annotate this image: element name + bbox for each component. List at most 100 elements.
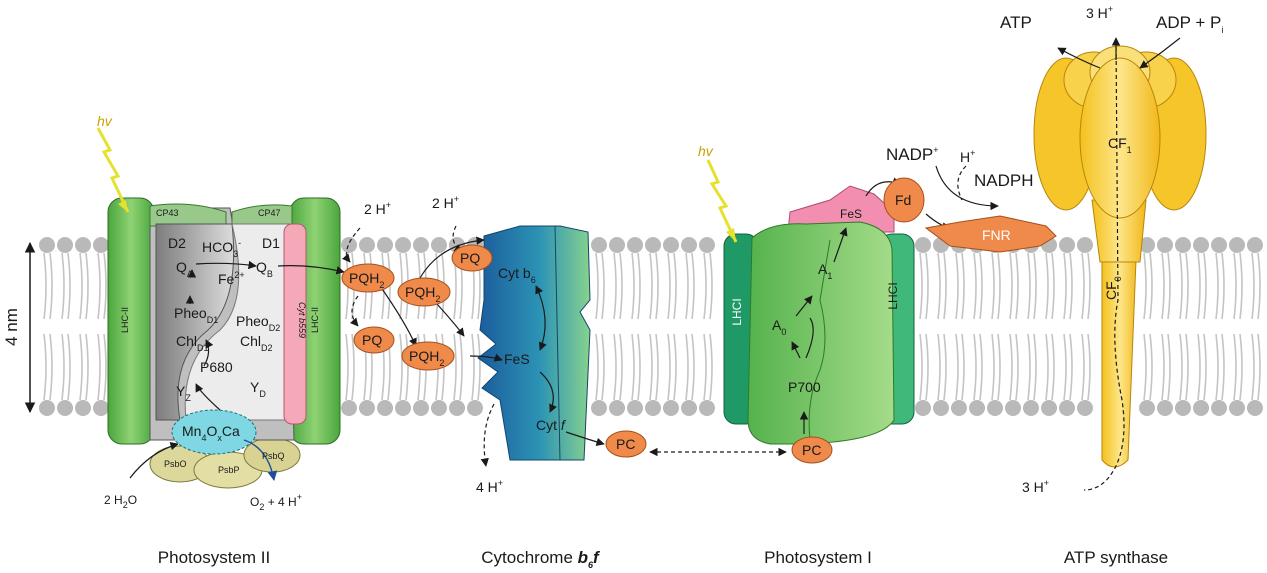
lipid-head	[467, 400, 483, 416]
pheo-d2-label: Pheo	[236, 313, 269, 329]
lipid-tail	[1045, 333, 1049, 401]
lipid-tail	[619, 252, 623, 320]
cf1-label: CF	[1108, 135, 1127, 151]
cf0-label: CF	[1103, 281, 1119, 300]
lipid-head	[413, 237, 429, 253]
cytb6-label: Cyt b	[498, 265, 531, 281]
lhcii-left	[107, 197, 155, 445]
lipid-head	[951, 400, 967, 416]
svg-text:YD: YD	[250, 379, 266, 399]
lipid-tail	[1239, 252, 1243, 320]
o2-label: O	[250, 495, 259, 509]
lipid-tail	[97, 252, 101, 320]
pqh2-carrier	[341, 263, 395, 293]
pqh2-carrier	[401, 341, 455, 371]
lipid-tail	[637, 333, 641, 401]
lipid-tail	[43, 252, 47, 320]
psbq-label: PsbQ	[262, 451, 285, 461]
lipid-tail	[1009, 252, 1013, 320]
svg-text:HCO3-: HCO3-	[202, 238, 241, 259]
lipid-head	[609, 400, 625, 416]
pheo-d1-label: Pheo	[174, 305, 207, 321]
lipid-head	[663, 400, 679, 416]
yz-label: Y	[176, 383, 186, 399]
lipid-tail	[49, 333, 53, 401]
psbo-label: PsbO	[164, 459, 187, 469]
pqh2-label-a: PQH	[349, 270, 379, 286]
p680-label: P680	[200, 359, 233, 375]
adp-label: ADP + P	[1156, 13, 1221, 32]
lipid-head	[341, 400, 357, 416]
lipid-tail	[943, 333, 947, 401]
svg-text:Cytochrome b6f: Cytochrome b6f	[481, 548, 601, 570]
lipid-tail	[655, 333, 659, 401]
lipid-tail	[937, 333, 941, 401]
lipid-tail	[1081, 252, 1085, 320]
lipid-head	[449, 400, 465, 416]
lipid-tail	[601, 333, 605, 401]
lipid-head	[1139, 400, 1155, 416]
ferredoxin	[883, 177, 925, 223]
svg-text:ADP + Pi: ADP + Pi	[1156, 13, 1223, 35]
lipid-head	[627, 237, 643, 253]
fes-cyt-label: FeS	[504, 351, 530, 367]
lipid-tail	[1197, 333, 1201, 401]
mn-label: Mn	[182, 423, 201, 439]
cp43-label: CP43	[156, 208, 179, 218]
fes-psi-label: FeS	[840, 207, 862, 221]
lipid-head	[1175, 400, 1191, 416]
pq-carrier	[353, 326, 395, 354]
membrane-thickness-marker: 4 nm	[2, 241, 36, 414]
lipid-head	[1023, 400, 1039, 416]
atp-synthase	[1033, 37, 1207, 491]
lipid-head	[627, 400, 643, 416]
svg-text:2 H+: 2 H+	[432, 194, 459, 211]
hv-psi-label: hv	[698, 143, 714, 159]
svg-text:CF1: CF1	[1108, 135, 1132, 155]
lipid-tail	[673, 252, 677, 320]
lipid-head	[377, 400, 393, 416]
lipid-tail	[1239, 333, 1243, 401]
lipid-tail	[1251, 333, 1255, 401]
lipid-tail	[709, 333, 713, 401]
proton-label-left: 2 H	[364, 201, 386, 217]
lipid-head	[1077, 400, 1093, 416]
lipid-tail	[673, 333, 677, 401]
lipid-tail	[955, 333, 959, 401]
lipid-head	[39, 400, 55, 416]
lipid-tail	[685, 252, 689, 320]
lipid-head	[591, 237, 607, 253]
lipid-head	[395, 400, 411, 416]
lhcii-right-label: LHC-II	[310, 307, 320, 333]
lipid-tail	[471, 333, 475, 401]
nadp-label: NADP	[886, 145, 933, 164]
lipid-tail	[703, 333, 707, 401]
fd-label: Fd	[895, 192, 911, 208]
lipid-tail	[1027, 252, 1031, 320]
lipid-head	[645, 400, 661, 416]
lipid-head	[663, 237, 679, 253]
lipid-head	[341, 237, 357, 253]
lipid-tail	[685, 333, 689, 401]
svg-text:A0: A0	[772, 317, 786, 337]
svg-text:QB: QB	[256, 259, 273, 279]
pqh2-label-c: PQH	[409, 348, 439, 364]
lipid-tail	[1185, 333, 1189, 401]
lipid-tail	[1185, 252, 1189, 320]
lipid-head	[1229, 400, 1245, 416]
lhci-right-label: LHCI	[886, 282, 900, 309]
lipid-head	[93, 400, 109, 416]
lipid-tail	[1033, 333, 1037, 401]
lipid-tail	[595, 252, 599, 320]
lipid-tail	[961, 333, 965, 401]
lipid-tail	[1027, 333, 1031, 401]
cp47-label: CP47	[258, 208, 281, 218]
lipid-bilayer	[39, 237, 1263, 416]
svg-text:4 H+: 4 H+	[476, 478, 503, 495]
caption-psii: Photosystem II	[158, 548, 270, 567]
svg-text:QA: QA	[176, 259, 193, 279]
lipid-tail	[1257, 333, 1261, 401]
lipid-tail	[1063, 252, 1067, 320]
lipid-tail	[1143, 333, 1147, 401]
lipid-tail	[649, 252, 653, 320]
